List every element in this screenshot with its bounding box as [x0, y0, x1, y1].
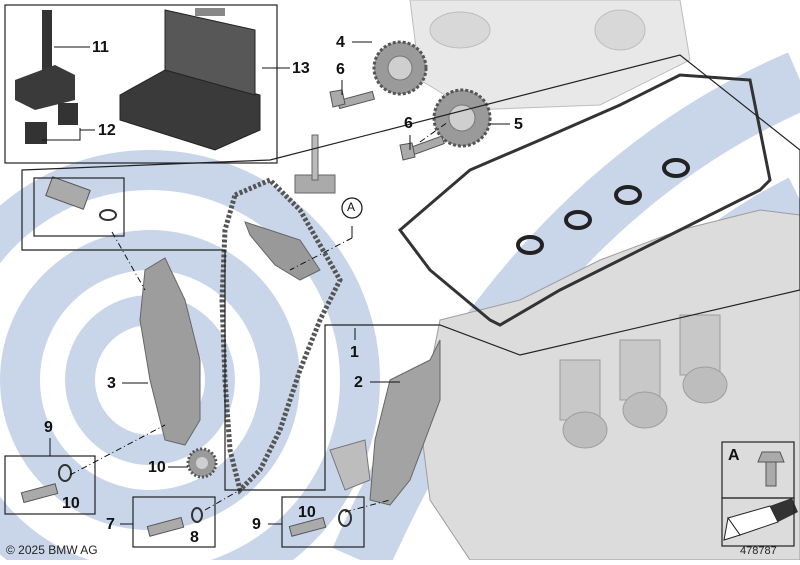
- spark-plug-seals: [516, 158, 690, 255]
- tool-case: [119, 8, 261, 151]
- chain-guide-upper: [244, 134, 336, 281]
- leader-lines: [42, 41, 510, 525]
- callout-7: 7: [106, 516, 115, 533]
- legend-bolt: [757, 451, 785, 487]
- copyright-text: © 2025 BMW AG: [6, 543, 98, 557]
- callout-8: 8: [190, 529, 199, 546]
- callout-10c: 10: [298, 504, 316, 521]
- crankshaft-sprocket: [186, 447, 218, 479]
- legend-arrow-icon: [723, 498, 798, 541]
- callout-4: 4: [336, 34, 345, 51]
- tensioner-plunger: [45, 176, 117, 221]
- cylinder-head: [419, 209, 800, 561]
- valve-cover-top: [409, 0, 691, 111]
- frames: [4, 4, 800, 548]
- tool-12: [25, 103, 78, 144]
- tool-11: [15, 10, 75, 110]
- callout-10a: 10: [148, 459, 166, 476]
- bolt-6b: [399, 135, 445, 161]
- plug-bolt-7: [146, 507, 203, 537]
- ref-a-label: A: [347, 200, 356, 214]
- dash-lines: [69, 121, 449, 513]
- plug-bolt-9a: [20, 464, 72, 504]
- callout-2: 2: [354, 374, 363, 391]
- camshaft-sprocket-5: [432, 88, 492, 148]
- callout-6a: 6: [336, 61, 345, 78]
- valve-cover-gasket: [397, 73, 772, 327]
- tensioner-rail-3: [139, 257, 201, 446]
- callout-11: 11: [92, 39, 109, 56]
- ref-a-circle: [341, 197, 363, 219]
- camshaft-sprocket-4: [372, 40, 428, 96]
- guide-rail-2: [329, 339, 441, 506]
- bolt-6a: [329, 89, 376, 110]
- image-number: 478787: [740, 545, 777, 557]
- callout-3: 3: [107, 375, 116, 392]
- callout-10b: 10: [62, 495, 80, 512]
- callout-9b: 9: [252, 516, 261, 533]
- callout-9a: 9: [44, 419, 53, 436]
- callout-6b: 6: [404, 115, 413, 132]
- legend-a-label: A: [728, 447, 740, 464]
- callout-5: 5: [514, 116, 523, 133]
- plug-bolt-9b: [288, 509, 352, 537]
- timing-chain: [219, 177, 343, 495]
- callout-1: 1: [350, 344, 359, 361]
- callout-12: 12: [98, 122, 116, 139]
- callout-13: 13: [292, 60, 310, 77]
